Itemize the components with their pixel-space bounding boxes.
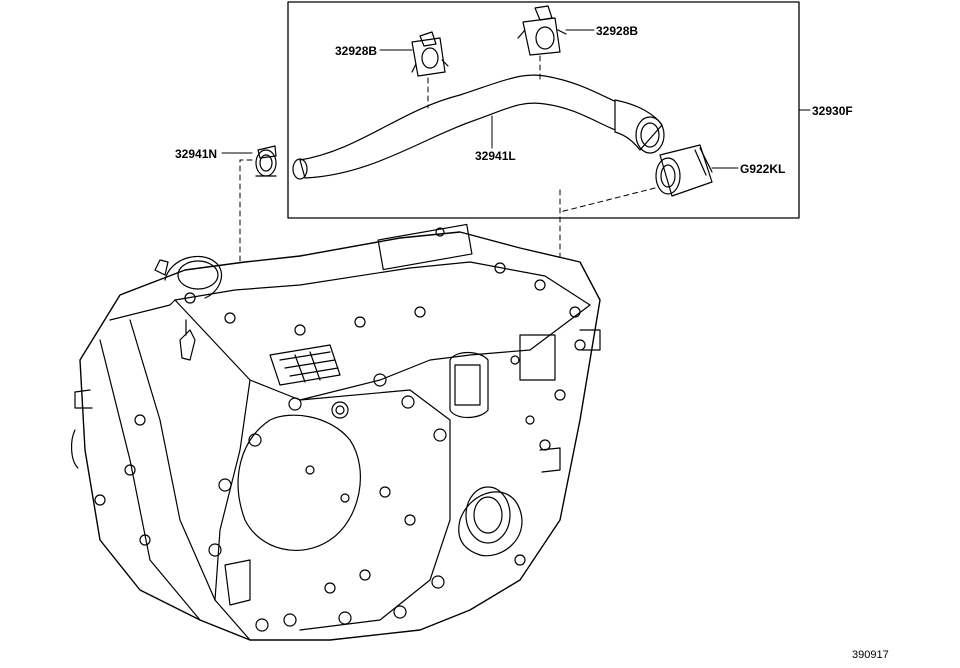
callout-32928B-upper: 32928B [596,24,638,38]
leader-lines [221,29,811,169]
housing-bolts [94,227,586,632]
callout-G922KL: G922KL [740,162,785,176]
callout-32941N: 32941N [175,147,217,161]
bracket-left-32928B [411,31,449,77]
figure-id: 390917 [852,649,889,661]
connector-G922KL [655,144,713,197]
callout-32930F: 32930F [812,104,853,118]
hose-32941L [292,74,665,180]
callout-32928B-left: 32928B [335,44,377,58]
hose-clamp-32941N [255,145,277,177]
bracket-upper-32928B [517,5,567,56]
transaxle-housing [71,223,601,641]
callout-32941L: 32941L [475,149,516,163]
